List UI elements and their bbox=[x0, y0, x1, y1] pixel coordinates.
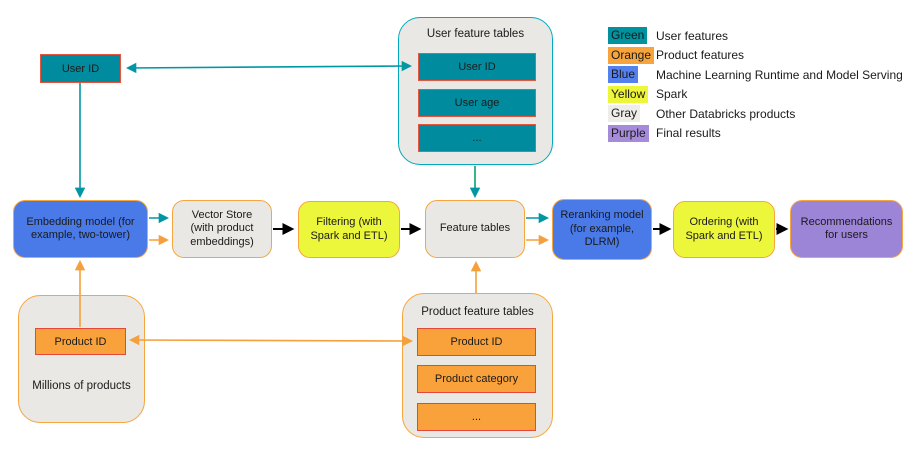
user-feature-tables-title: User feature tables bbox=[426, 28, 525, 40]
legend-chip-purple: Purple bbox=[608, 124, 649, 142]
product-feature-row-product-id-label: Product ID bbox=[450, 336, 503, 348]
legend-chip-blue: Blue bbox=[608, 66, 639, 84]
user-feature-row-user-id: User ID bbox=[418, 53, 536, 81]
user-feature-tables-container: User feature tables User ID User age ... bbox=[398, 17, 553, 165]
legend-chip-yellow: Yellow bbox=[608, 85, 649, 103]
legend-chip-gray: Gray bbox=[608, 105, 641, 123]
arrow-userid-sync bbox=[125, 60, 413, 74]
user-id-box: User ID bbox=[40, 54, 121, 83]
user-feature-row-ellipsis: ... bbox=[418, 124, 536, 152]
user-feature-row-user-age: User age bbox=[418, 89, 536, 117]
legend-label-final-results: Final results bbox=[656, 126, 721, 141]
legend-label-other-products: Other Databricks products bbox=[656, 106, 796, 121]
product-feature-row-ellipsis-label: ... bbox=[471, 411, 482, 423]
product-feature-tables-container: Product feature tables Product ID Produc… bbox=[402, 293, 553, 438]
node-reranking-model-label: Reranking model (for example, DLRM) bbox=[560, 209, 644, 249]
node-feature-tables-label: Feature tables bbox=[439, 222, 511, 235]
node-embedding-model-label: Embedding model (for example, two-tower) bbox=[26, 215, 135, 242]
node-ordering-label: Ordering (with Spark and ETL) bbox=[685, 216, 763, 242]
product-feature-row-category: Product category bbox=[417, 365, 536, 393]
legend-label-product-features: Product features bbox=[656, 48, 745, 63]
node-filtering-label: Filtering (with Spark and ETL) bbox=[310, 216, 388, 242]
arrow-productid-sync bbox=[128, 334, 414, 347]
node-recommendations: Recommendations for users bbox=[790, 200, 903, 258]
node-ordering: Ordering (with Spark and ETL) bbox=[673, 201, 775, 258]
product-feature-row-ellipsis: ... bbox=[417, 403, 536, 431]
node-reranking-model: Reranking model (for example, DLRM) bbox=[552, 199, 652, 260]
product-feature-tables-title: Product feature tables bbox=[421, 306, 534, 318]
millions-product-id-box: Product ID bbox=[35, 328, 126, 355]
millions-of-products-container: Product ID Millions of products bbox=[18, 295, 145, 423]
node-vector-store-label: Vector Store (with product embeddings) bbox=[190, 208, 254, 248]
node-recommendations-label: Recommendations for users bbox=[800, 215, 893, 242]
user-feature-row-user-age-label: User age bbox=[454, 97, 500, 109]
legend-label-user-features: User features bbox=[656, 28, 729, 43]
legend-row-yellow: Yellow Spark bbox=[608, 85, 903, 105]
legend-label-ml-runtime: Machine Learning Runtime and Model Servi… bbox=[656, 67, 903, 82]
node-vector-store: Vector Store (with product embeddings) bbox=[172, 200, 272, 258]
legend-chip-green: Green bbox=[608, 27, 648, 45]
node-filtering: Filtering (with Spark and ETL) bbox=[298, 201, 400, 258]
node-embedding-model: Embedding model (for example, two-tower) bbox=[13, 200, 148, 258]
user-id-box-label: User ID bbox=[61, 62, 100, 75]
legend-row-orange: Orange Product features bbox=[608, 46, 903, 66]
millions-product-id-label: Product ID bbox=[54, 335, 107, 348]
legend: Green User features Orange Product featu… bbox=[608, 26, 903, 143]
legend-row-blue: Blue Machine Learning Runtime and Model … bbox=[608, 65, 903, 85]
user-feature-row-ellipsis-label: ... bbox=[472, 132, 482, 144]
product-feature-row-category-label: Product category bbox=[434, 373, 519, 385]
product-feature-row-product-id: Product ID bbox=[417, 328, 536, 356]
node-feature-tables: Feature tables bbox=[425, 200, 525, 258]
user-feature-row-user-id-label: User ID bbox=[458, 61, 496, 73]
millions-of-products-title: Millions of products bbox=[32, 380, 131, 392]
legend-chip-orange: Orange bbox=[608, 46, 655, 64]
legend-row-green: Green User features bbox=[608, 26, 903, 46]
legend-label-spark: Spark bbox=[656, 87, 688, 102]
legend-row-purple: Purple Final results bbox=[608, 124, 903, 144]
legend-row-gray: Gray Other Databricks products bbox=[608, 104, 903, 124]
